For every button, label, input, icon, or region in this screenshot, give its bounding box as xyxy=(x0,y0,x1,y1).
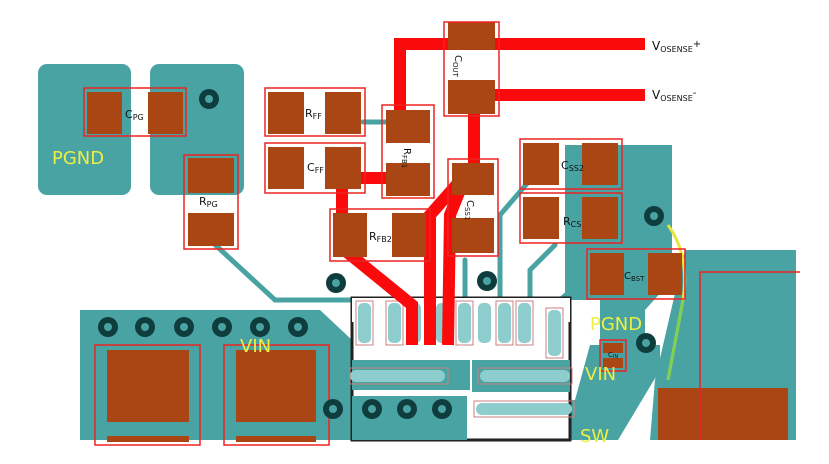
ic-pin-r xyxy=(480,370,570,382)
inductor-component xyxy=(658,271,800,440)
vin-left-label: VIN xyxy=(240,336,271,357)
cin-large-left xyxy=(94,344,201,446)
vosense-plus-label: VOSENSE+ xyxy=(652,39,701,54)
vin-pour-right xyxy=(575,345,660,440)
cbst-label: CBST xyxy=(624,271,645,283)
css1-label: CSS1 xyxy=(463,200,475,220)
ic-pin-l xyxy=(350,370,445,382)
sw-edge xyxy=(666,224,687,381)
pgnd-right-label: PGND xyxy=(590,314,642,335)
rcs-component: RCS xyxy=(519,192,623,244)
rpg-label: RPG xyxy=(199,195,218,209)
sw-label: SW xyxy=(580,426,609,447)
vosense-plus-trace xyxy=(394,38,645,126)
ss2-trace xyxy=(497,177,533,303)
pgnd-left-label: PGND xyxy=(52,148,104,169)
pg-trace xyxy=(207,237,359,303)
rpg-component: RPG xyxy=(183,154,239,250)
vias xyxy=(98,89,664,419)
css2-component: CSS2 xyxy=(519,138,623,190)
cout-label: COUT xyxy=(451,55,463,78)
css2-label: CSS2 xyxy=(561,159,584,173)
rcs-label: RCS xyxy=(563,215,581,229)
cout-component: COUT xyxy=(443,21,500,117)
rff-component: RFF xyxy=(264,87,366,137)
cin-large-right xyxy=(223,344,330,446)
vosense-minus-label: VOSENSE- xyxy=(652,88,697,103)
cin-label: CIN xyxy=(608,351,618,360)
cff-label: CFF xyxy=(307,161,324,175)
bst-trace xyxy=(557,267,598,303)
rfb2-component: RFB2 xyxy=(329,208,431,262)
rfb1-label: RFB1 xyxy=(400,148,412,168)
cpg-component: CPG xyxy=(83,87,187,137)
rfb1-component: RFB1 xyxy=(381,104,435,199)
rfb2-label: RFB2 xyxy=(369,230,392,244)
ic-silk-outlines xyxy=(349,300,575,418)
cbst-component: CBST xyxy=(586,248,686,300)
css1-component: CSS1 xyxy=(447,158,499,257)
sw-edge-green xyxy=(666,299,685,381)
cs-trace xyxy=(527,242,558,303)
cff-component: CFF xyxy=(264,142,366,194)
cin-small-component: CIN xyxy=(599,339,627,372)
cpg-label: CPG xyxy=(125,108,144,122)
rff-label: RFF xyxy=(305,107,322,121)
ic-pin-sw xyxy=(476,403,572,415)
vin-right-label: VIN xyxy=(585,364,616,385)
